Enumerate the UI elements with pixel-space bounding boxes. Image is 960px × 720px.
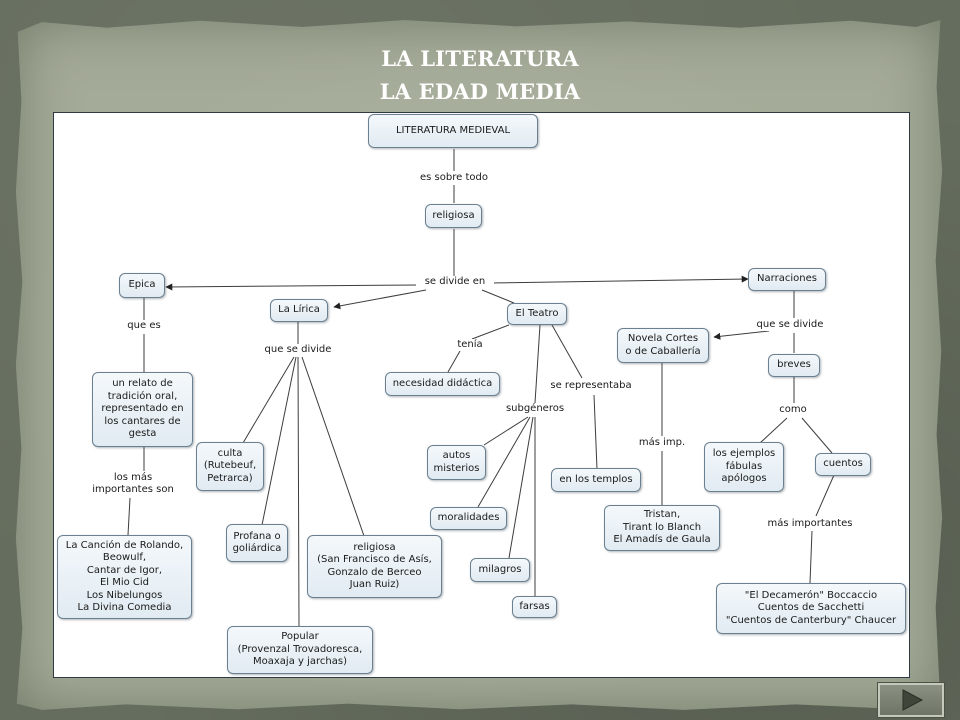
concept-map-connectors [127,149,835,627]
node-religiosa-lirica: religiosa (San Francisco de Asís, Gonzal… [307,535,442,598]
node-necesidad-didactica: necesidad didáctica [385,372,500,396]
next-slide-button[interactable] [877,682,945,718]
node-literatura-medieval: LITERATURA MEDIEVAL [368,114,538,148]
node-milagros: milagros [470,558,530,582]
node-epica: Epica [119,273,165,298]
node-profana-goliardica: Profana o goliárdica [226,524,288,562]
link-que-se-divide-narraciones: que se divide [750,319,830,331]
node-narraciones: Narraciones [748,268,826,291]
slide-title-line2: LA EDAD MEDIA [379,79,581,104]
link-subgeneros: subgéneros [500,403,570,415]
node-breves: breves [768,354,820,377]
link-que-se-divide-lirica: que se divide [257,344,339,356]
link-se-divide-en: se divide en [416,276,494,288]
node-autos-misterios: autos misterios [427,445,486,480]
node-cancion-de-rolando: La Canción de Rolando, Beowulf, Cantar d… [57,535,192,619]
slide-title-line1: LA LITERATURA [381,46,579,71]
link-es-sobre-todo: es sobre todo [414,172,494,184]
node-novela-cortes: Novela Cortes o de Caballería [617,328,709,363]
node-la-lirica: La Lírica [270,299,328,322]
node-culta: culta (Rutebeuf, Petrarca) [196,442,264,491]
link-los-mas-importantes-son: los más importantes son [84,472,182,496]
play-triangle-icon [902,689,924,711]
node-decameron: "El Decamerón" Boccaccio Cuentos de Sacc… [716,583,906,634]
node-cuentos: cuentos [815,453,871,476]
node-en-los-templos: en los templos [551,468,641,492]
link-tenia: tenía [451,339,489,351]
node-el-teatro: El Teatro [507,303,567,325]
link-se-representaba: se representaba [543,380,639,392]
link-como: como [773,404,813,416]
link-mas-imp: más imp. [634,437,690,449]
link-que-es: que es [120,320,168,332]
concept-map: LITERATURA MEDIEVAL religiosa Epica La L… [53,112,910,678]
node-popular: Popular (Provenzal Trovadoresca, Moaxaja… [227,626,373,674]
node-moralidades: moralidades [430,507,507,530]
link-mas-importantes: más importantes [760,518,860,530]
node-farsas: farsas [512,596,557,618]
node-religiosa: religiosa [425,204,482,228]
node-ejemplos-fabulas: los ejemplos fábulas apólogos [704,442,784,492]
node-tristan: Tristan, Tirant lo Blanch El Amadís de G… [604,505,720,551]
node-relato-tradicion-oral: un relato de tradición oral, representad… [92,372,193,447]
